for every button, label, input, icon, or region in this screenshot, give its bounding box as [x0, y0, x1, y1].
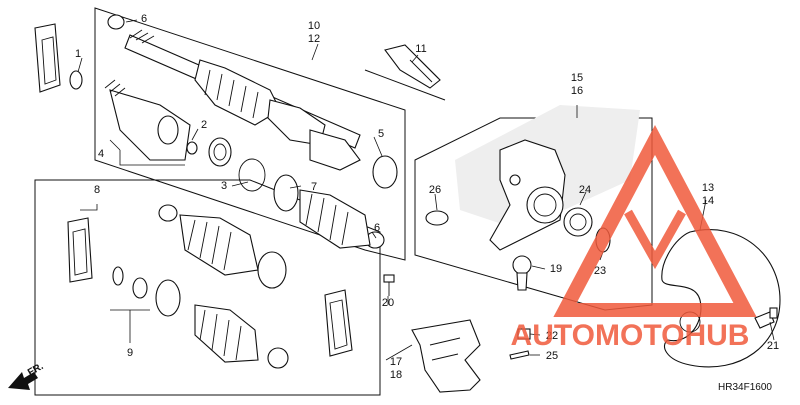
callout-8: 8 — [94, 184, 100, 196]
front-marker-label: FR. — [26, 361, 46, 379]
shield-bolt — [754, 307, 778, 329]
callout-16: 16 — [571, 85, 583, 97]
callout-17: 17 — [390, 356, 402, 368]
lower-arm-guard — [411, 319, 481, 393]
upper-shaft-frame — [94, 7, 406, 261]
front-direction-arrow: FR. — [8, 361, 46, 390]
watermark-logo: AUTOMOTOHUB — [511, 125, 757, 352]
callout-21: 21 — [767, 340, 779, 352]
lower-drive-shaft — [67, 204, 353, 369]
watermark-text: AUTOMOTOHUB — [511, 319, 750, 352]
lower-shaft-frame — [34, 179, 381, 396]
callout-26: 26 — [429, 184, 441, 196]
guard-bolt — [383, 274, 395, 296]
callout-18: 18 — [390, 369, 402, 381]
boot-band-card-lower — [67, 217, 93, 283]
ball-joint — [512, 255, 532, 291]
callout-19: 19 — [550, 263, 562, 275]
circlip-part — [238, 158, 266, 192]
boot-band-card-upper — [34, 23, 61, 93]
callout-6-upper: 6 — [141, 13, 147, 25]
snap-ring-part — [69, 70, 83, 90]
callout-7: 7 — [311, 181, 317, 193]
callout-24: 24 — [579, 184, 591, 196]
cotter-pin-part — [509, 350, 530, 360]
callout-6-lower: 6 — [374, 222, 380, 234]
callout-2: 2 — [201, 119, 207, 131]
callout-4: 4 — [98, 148, 104, 160]
upper-drive-shaft — [124, 29, 361, 171]
callout-23: 23 — [594, 265, 606, 277]
arrow-icon — [8, 372, 38, 390]
knuckle-circlip-part — [425, 210, 449, 226]
callout-13: 13 — [702, 182, 714, 194]
callout-20: 20 — [382, 297, 394, 309]
brake-disc-shield — [661, 229, 781, 368]
bearing-part — [563, 207, 593, 237]
callout-25: 25 — [546, 350, 558, 362]
callout-3: 3 — [221, 180, 227, 192]
callout-12: 12 — [308, 33, 320, 45]
callout-22: 22 — [546, 330, 558, 342]
callout-15: 15 — [571, 72, 583, 84]
callout-labels: 1 2 3 4 5 6 6 7 8 9 10 12 11 13 14 15 16… — [75, 13, 779, 381]
callout-11: 11 — [415, 43, 426, 55]
steering-knuckle — [489, 139, 566, 251]
inner-cv-joint — [104, 79, 232, 167]
callout-1: 1 — [75, 48, 81, 60]
callout-14: 14 — [702, 195, 714, 207]
drawing-code: HR34F1600 — [718, 382, 772, 393]
callout-10: 10 — [308, 20, 320, 32]
axle-pin-frame — [364, 69, 446, 101]
middle-boot-assembly — [273, 174, 371, 249]
axle-pin — [384, 44, 441, 89]
callout-9: 9 — [127, 347, 133, 359]
upper-boot-clamp — [107, 14, 398, 249]
callout-5: 5 — [378, 128, 384, 140]
